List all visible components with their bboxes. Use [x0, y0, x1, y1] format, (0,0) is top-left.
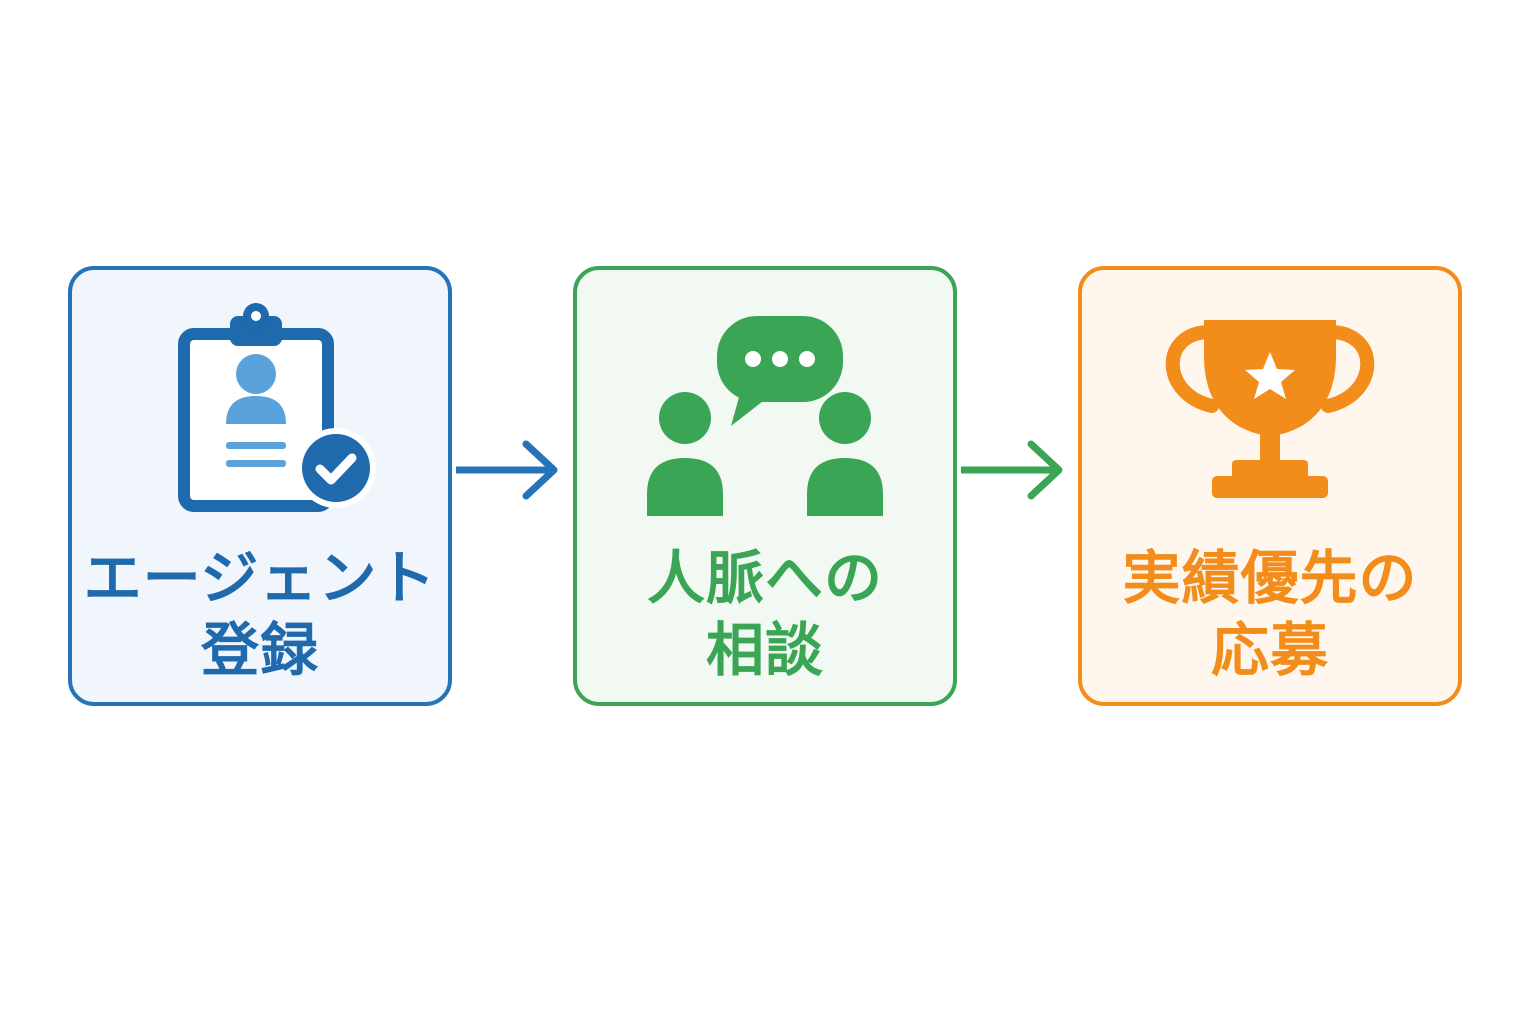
- step-label: 人脈への 相談: [577, 542, 953, 686]
- arrow-right-icon: [456, 440, 558, 500]
- clipboard-profile-check-icon: [178, 303, 376, 512]
- step-label: 実績優先の 応募: [1082, 542, 1458, 686]
- step-network-consultation: 人脈への 相談: [573, 266, 957, 706]
- step-label-line1: エージェント: [83, 544, 437, 612]
- step-label-line2: 応募: [1210, 616, 1329, 684]
- arrow-right-icon: [961, 440, 1063, 500]
- step-label-line1: 人脈への: [646, 544, 883, 612]
- step-label: エージェント 登録: [72, 542, 448, 686]
- step-priority-application: 実績優先の 応募: [1078, 266, 1462, 706]
- step-agent-registration: エージェント 登録: [68, 266, 452, 706]
- step-label-line2: 相談: [705, 616, 824, 684]
- trophy-star-icon: [1165, 320, 1375, 498]
- people-conversation-icon: [647, 316, 883, 516]
- step-label-line1: 実績優先の: [1122, 544, 1418, 612]
- step-label-line2: 登録: [200, 616, 319, 684]
